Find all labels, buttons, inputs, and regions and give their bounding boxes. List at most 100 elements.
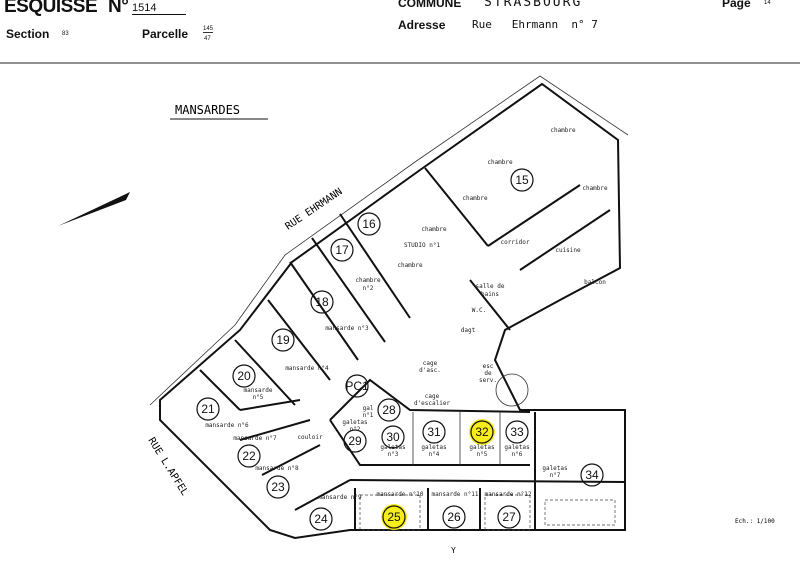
unit-19: 19 bbox=[271, 328, 295, 352]
section-value: 83 bbox=[62, 31, 69, 37]
unit-circle bbox=[343, 429, 367, 453]
room-label: n°5 bbox=[253, 394, 264, 401]
unit-number: 16 bbox=[362, 217, 376, 231]
room-label: galetas bbox=[342, 419, 368, 426]
unit-31: 31 bbox=[422, 420, 446, 444]
room-label: cage bbox=[423, 360, 438, 367]
unit-23: 23 bbox=[266, 475, 290, 499]
parcelle-top: 145 bbox=[203, 26, 214, 33]
room-label: gal bbox=[363, 405, 374, 412]
room-label: galetas bbox=[469, 444, 495, 451]
plan-title: MANSARDES bbox=[175, 103, 240, 117]
highlight-25 bbox=[381, 504, 407, 530]
unit-pc1: PC1 bbox=[345, 374, 369, 398]
room-label: cage bbox=[425, 393, 440, 400]
room-label: n°4 bbox=[429, 451, 440, 458]
room-label: chambre bbox=[462, 195, 488, 202]
unit-circle bbox=[330, 238, 354, 262]
unit-circle bbox=[309, 507, 333, 531]
unit-number: PC1 bbox=[345, 379, 369, 393]
unit-circle bbox=[345, 374, 369, 398]
street-ehrmann: RUE EHRMANN bbox=[284, 186, 345, 232]
walls bbox=[149, 75, 629, 540]
unit-number: 21 bbox=[201, 402, 215, 416]
room-label: chambre bbox=[550, 127, 576, 134]
room-label: galetas bbox=[421, 444, 447, 451]
unit-number: 18 bbox=[315, 295, 329, 309]
highlight-32 bbox=[469, 419, 495, 445]
unit-circle bbox=[271, 328, 295, 352]
unit-17: 17 bbox=[330, 238, 354, 262]
unit-circle bbox=[237, 444, 261, 468]
scale-label: Ech.: 1/100 bbox=[735, 518, 775, 525]
unit-34: 34 bbox=[580, 463, 604, 487]
room-label: W.C. bbox=[472, 307, 486, 314]
room-label: n°1 bbox=[363, 412, 374, 419]
unit-number: 22 bbox=[242, 449, 256, 463]
room-label: mansarde n°9 bbox=[318, 494, 362, 501]
parcelle-bottom: 47 bbox=[204, 36, 211, 42]
unit-circle bbox=[310, 290, 334, 314]
room-label: n°3 bbox=[388, 451, 399, 458]
room-label: salle de bbox=[476, 283, 505, 290]
unit-number: 23 bbox=[271, 480, 285, 494]
unit-30: 30 bbox=[381, 425, 405, 449]
unit-circle bbox=[470, 420, 494, 444]
room-label: mansarde n°4 bbox=[285, 365, 329, 372]
unit-32: 32 bbox=[470, 420, 494, 444]
unit-24: 24 bbox=[309, 507, 333, 531]
unit-circle bbox=[266, 475, 290, 499]
unit-18: 18 bbox=[310, 290, 334, 314]
unit-number: 30 bbox=[386, 430, 400, 444]
unit-circle bbox=[442, 505, 466, 529]
unit-number: 26 bbox=[447, 510, 461, 524]
adresse-label: Adresse bbox=[398, 18, 446, 32]
room-label: mansarde bbox=[244, 387, 273, 394]
unit-circle bbox=[357, 212, 381, 236]
room-label: mansarde n°10 bbox=[377, 491, 424, 498]
room-label: d'escalier bbox=[414, 400, 451, 407]
room-label: balcon bbox=[584, 279, 606, 286]
unit-circle bbox=[381, 425, 405, 449]
room-label: mansarde n°12 bbox=[485, 491, 532, 498]
room-label: de bbox=[484, 370, 492, 377]
unit-number: 27 bbox=[502, 510, 516, 524]
unit-16: 16 bbox=[357, 212, 381, 236]
unit-number: 29 bbox=[348, 434, 362, 448]
room-label: bains bbox=[481, 291, 499, 298]
bottom-mark: Y bbox=[451, 546, 456, 555]
unit-circle bbox=[382, 505, 406, 529]
room-label: galetas bbox=[504, 444, 530, 451]
unit-number: 28 bbox=[382, 403, 396, 417]
unit-circle bbox=[232, 364, 256, 388]
unit-number: 25 bbox=[387, 510, 401, 524]
room-label: n°6 bbox=[512, 451, 523, 458]
section-label: Section bbox=[6, 27, 50, 41]
unit-number: 31 bbox=[427, 425, 441, 439]
commune-value: STRASBOURG bbox=[484, 0, 583, 10]
doc-number: 1514 bbox=[132, 2, 186, 15]
room-label: mansarde n°7 bbox=[233, 435, 277, 442]
room-label: d'asc. bbox=[419, 367, 441, 374]
highlights bbox=[381, 419, 495, 530]
room-label: mansarde n°11 bbox=[432, 491, 479, 498]
unit-26: 26 bbox=[442, 505, 466, 529]
unit-28: 28 bbox=[377, 398, 401, 422]
room-label: mansarde n°3 bbox=[325, 325, 369, 332]
room-label: n°7 bbox=[550, 472, 561, 479]
north-arrow-icon bbox=[58, 192, 130, 226]
unit-27: 27 bbox=[497, 505, 521, 529]
unit-15: 15 bbox=[510, 168, 534, 192]
room-label: STUDIO n°1 bbox=[404, 242, 441, 249]
commune-label: COMMUNE bbox=[398, 0, 462, 10]
unit-circle bbox=[505, 420, 529, 444]
unit-29: 29 bbox=[343, 429, 367, 453]
room-label: galetas bbox=[380, 444, 406, 451]
room-label: chambre bbox=[397, 262, 423, 269]
unit-33: 33 bbox=[505, 420, 529, 444]
unit-circle bbox=[196, 397, 220, 421]
room-labels: chambrechambrechambrechambrechambreSTUDI… bbox=[205, 127, 608, 501]
room-label: n°5 bbox=[477, 451, 488, 458]
page-value: 14 bbox=[764, 0, 771, 6]
